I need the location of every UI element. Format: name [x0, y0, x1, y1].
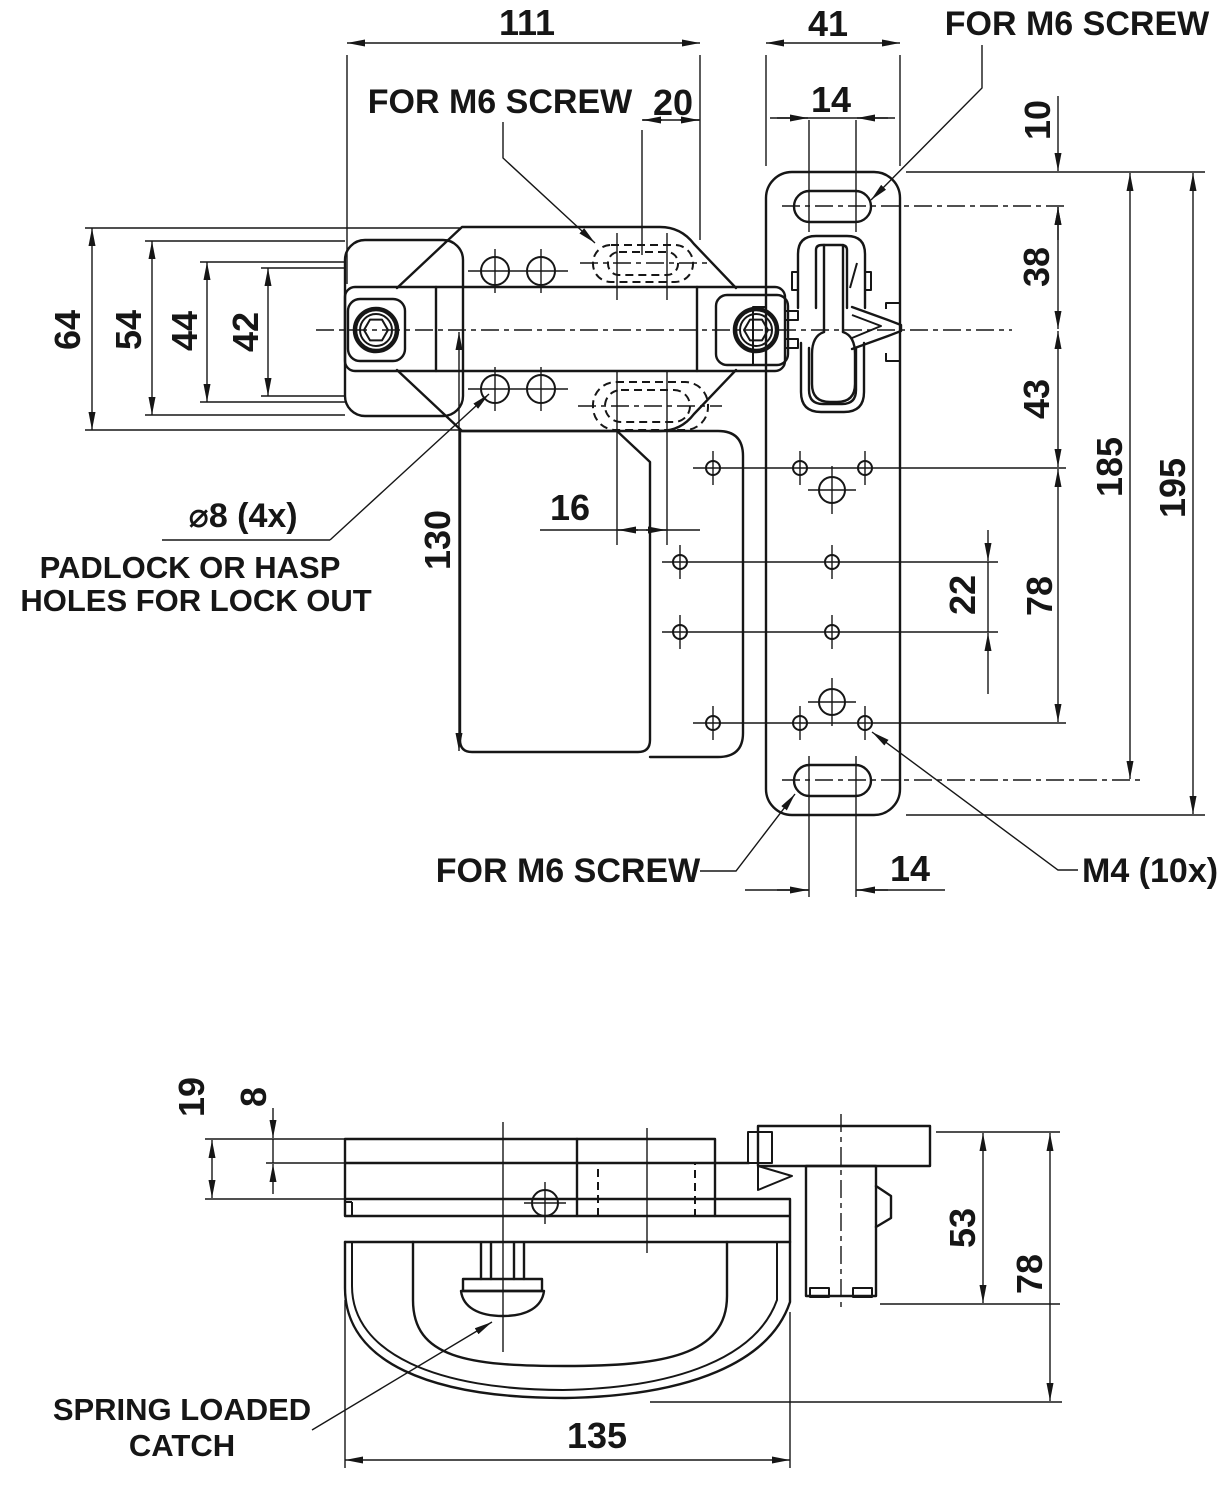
label-padlock-line1: PADLOCK OR HASP	[40, 550, 341, 585]
keeper-wedge	[850, 305, 903, 351]
dim-64: 64	[47, 310, 88, 350]
latch-plate-bottom-edge	[395, 368, 738, 433]
dim-130: 130	[417, 510, 458, 570]
top-view-callouts: FOR M6 SCREW FOR M6 SCREW ⌀8 (4x) PADLOC…	[20, 5, 1218, 890]
dim-20: 20	[653, 82, 693, 123]
label-m4: M4 (10x)	[1082, 852, 1218, 890]
label-spring-line2: CATCH	[129, 1428, 235, 1463]
dim-135: 135	[567, 1415, 627, 1456]
keeper-plate	[752, 170, 903, 817]
side-view-dimensions: 19 8 53 78 135	[171, 1077, 1062, 1468]
dim-78-side: 78	[1009, 1254, 1050, 1294]
lower-bracket-plate	[458, 429, 652, 754]
bracket-m4-holes	[672, 451, 721, 740]
dim-14-bottom: 14	[890, 848, 930, 889]
latch-bar	[343, 285, 787, 373]
right-hex-socket	[743, 318, 769, 342]
m6-slot-top	[580, 233, 712, 300]
side-catch-bowl	[343, 1240, 792, 1400]
lower-bracket-outer-strip	[648, 429, 745, 759]
latch-plate-top-edge	[395, 225, 738, 290]
top-view: 111 20 41 14 10 38 43 78	[20, 2, 1218, 897]
dim-44: 44	[164, 311, 205, 351]
label-spring-line1: SPRING LOADED	[53, 1392, 311, 1427]
spring-catch-dome	[459, 1289, 546, 1318]
padlock-holes	[468, 249, 568, 411]
label-padlock-line2: HOLES FOR LOCK OUT	[20, 583, 371, 618]
top-view-centerlines	[316, 120, 1142, 897]
dim-22: 22	[942, 575, 983, 615]
dim-16: 16	[550, 487, 590, 528]
dim-185: 185	[1089, 437, 1130, 497]
side-keeper-bracket	[747, 1114, 932, 1312]
dim-78: 78	[1019, 576, 1060, 616]
side-view: 19 8 53 78 135 SPRING LOADED CATCH	[53, 1077, 1062, 1468]
dim-19: 19	[171, 1077, 212, 1117]
dim-195: 195	[1152, 458, 1193, 518]
m6-slot-bottom	[578, 372, 722, 545]
side-latch-body	[343, 1122, 792, 1400]
keeper-catch-mechanism	[752, 234, 903, 414]
dim-38: 38	[1016, 247, 1057, 287]
dim-42: 42	[225, 312, 266, 352]
dim-53: 53	[942, 1208, 983, 1248]
dim-14-top: 14	[811, 79, 851, 120]
dim-8: 8	[233, 1087, 274, 1107]
top-view-dimensions: 111 20 41 14 10 38 43 78	[47, 2, 1205, 894]
plate-m4-holes	[792, 451, 873, 740]
label-m6-bottom: FOR M6 SCREW	[436, 852, 701, 890]
side-view-callouts: SPRING LOADED CATCH	[53, 1321, 493, 1463]
latch-bar-joints	[434, 285, 699, 373]
dim-43: 43	[1016, 379, 1057, 419]
keeper-plate-outline	[764, 170, 902, 817]
side-top-plate	[343, 1137, 717, 1218]
label-dia8: ⌀8 (4x)	[188, 497, 297, 535]
dim-54: 54	[108, 310, 149, 350]
label-m6-top-right: FOR M6 SCREW	[945, 5, 1210, 43]
side-spring-bolt	[459, 1241, 546, 1318]
dim-111: 111	[499, 2, 555, 43]
dim-10: 10	[1017, 100, 1058, 140]
label-m6-top-left: FOR M6 SCREW	[368, 83, 633, 121]
dim-41: 41	[808, 3, 848, 44]
